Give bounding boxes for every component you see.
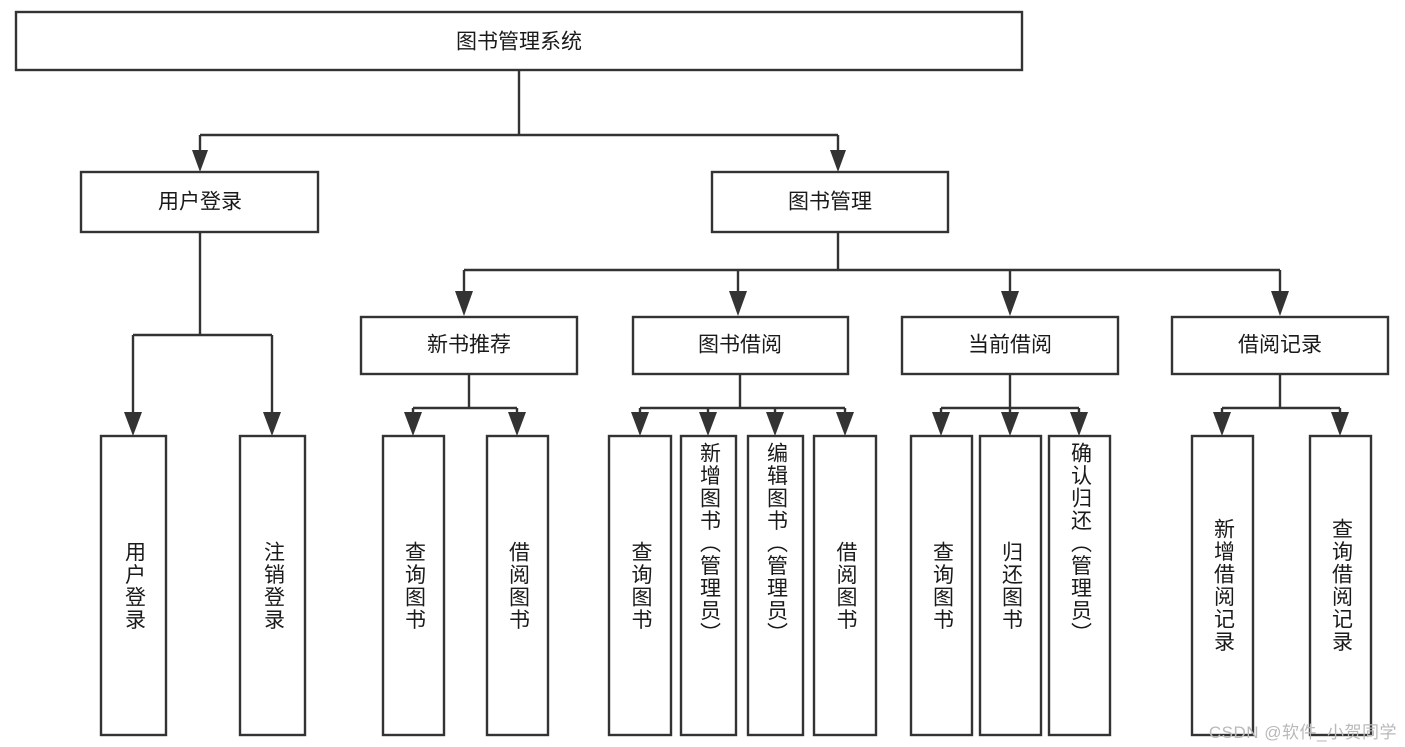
connector-borrow-record-branch <box>1220 374 1342 420</box>
arrowhead-leaf-add-book <box>699 412 717 436</box>
arrowhead-to-borrow-record <box>1271 291 1289 316</box>
leaf-query-book-1-label: 查询图书 <box>402 540 426 631</box>
leaf-query-record[interactable]: 查询借阅记录 <box>1310 436 1371 735</box>
node-leaf-confirm-return-box[interactable] <box>1047 434 1112 737</box>
arrowhead-leaf-add-record <box>1213 412 1231 436</box>
node-leaf-user-login-box[interactable] <box>99 434 168 737</box>
arrowhead-leaf-query-book-3 <box>932 412 950 436</box>
leaf-query-book-3[interactable]: 查询图书 <box>911 436 972 735</box>
arrowhead-to-user-login <box>192 150 208 172</box>
leaf-borrow-book-1-label: 借阅图书 <box>506 540 530 631</box>
connector-book-manage-branch <box>462 232 1282 295</box>
arrowhead-to-book-manage <box>830 150 846 172</box>
arrowhead-to-book-borrow <box>729 291 747 316</box>
connector-layer <box>124 70 1349 436</box>
arrowhead-leaf-logout <box>263 412 281 436</box>
node-user-login-box[interactable] <box>79 170 320 234</box>
connector-root-trunk <box>198 70 840 157</box>
arrowhead-leaf-borrow-book-2 <box>836 412 854 436</box>
arrowhead-to-current-borrow <box>1001 291 1019 316</box>
arrowhead-leaf-query-record <box>1331 412 1349 436</box>
leaf-add-record-label: 新增借阅记录 <box>1211 518 1235 653</box>
leaf-confirm-return[interactable]: 确认归还（管理员） <box>1049 442 1110 735</box>
node-new-book-rec-label: 新书推荐 <box>427 334 511 357</box>
arrowhead-leaf-confirm-return <box>1070 412 1088 436</box>
leaf-edit-book[interactable]: 编辑图书（管理员） <box>748 442 803 735</box>
connector-user-login-branch <box>131 232 274 420</box>
leaf-borrow-book-1[interactable]: 借阅图书 <box>487 436 548 735</box>
node-current-borrow-box[interactable] <box>900 315 1120 376</box>
leaf-borrow-book-2-label: 借阅图书 <box>833 540 857 631</box>
leaf-return-book-label: 归还图书 <box>999 540 1023 631</box>
node-leaf-query-record-box[interactable] <box>1308 434 1373 737</box>
node-book-borrow-box[interactable] <box>631 315 850 376</box>
leaf-logout[interactable]: 注销登录 <box>240 436 305 735</box>
arrowhead-leaf-query-book-1 <box>404 412 422 436</box>
node-new-book-rec-box[interactable] <box>359 315 579 376</box>
leaf-query-record-label: 查询借阅记录 <box>1329 518 1353 653</box>
node-leaf-return-book-box[interactable] <box>978 434 1043 737</box>
node-layer: 图书管理系统 用户登录 图书管理 新书推荐 图书借阅 当前借阅 借阅记录 <box>14 10 1390 737</box>
node-leaf-add-record-box[interactable] <box>1190 434 1255 737</box>
node-root-label: 图书管理系统 <box>456 31 582 54</box>
node-borrow-record-box[interactable] <box>1170 315 1390 376</box>
node-leaf-edit-book-box[interactable] <box>746 434 805 737</box>
node-leaf-query-book-3-box[interactable] <box>909 434 974 737</box>
leaf-return-book[interactable]: 归还图书 <box>980 436 1041 735</box>
leaf-borrow-book-2[interactable]: 借阅图书 <box>814 436 876 735</box>
node-root-box[interactable] <box>14 10 1024 72</box>
leaf-user-login[interactable]: 用户登录 <box>101 436 166 735</box>
leaf-edit-book-label: 编辑图书（管理员） <box>764 442 788 645</box>
leaf-confirm-return-label: 确认归还（管理员） <box>1068 442 1092 645</box>
arrowhead-to-new-book-rec <box>455 291 473 316</box>
node-leaf-borrow-book-2-box[interactable] <box>812 434 878 737</box>
arrowhead-leaf-borrow-book-1 <box>508 412 526 436</box>
leaf-query-book-2[interactable]: 查询图书 <box>609 436 671 735</box>
leaf-user-login-label: 用户登录 <box>122 540 146 631</box>
leaf-query-book-2-label: 查询图书 <box>628 540 652 631</box>
arrowhead-leaf-return-book <box>1001 412 1019 436</box>
arrowhead-leaf-query-book-2 <box>631 412 649 436</box>
arrowhead-leaf-user-login <box>124 412 142 436</box>
node-leaf-add-book-box[interactable] <box>679 434 738 737</box>
node-leaf-logout-box[interactable] <box>238 434 307 737</box>
watermark-text: CSDN @软件_小贺同学 <box>1208 723 1397 742</box>
leaf-query-book-1[interactable]: 查询图书 <box>383 436 444 735</box>
node-book-manage-box[interactable] <box>710 170 950 234</box>
node-current-borrow-label: 当前借阅 <box>968 334 1052 357</box>
node-leaf-query-book-2-box[interactable] <box>607 434 673 737</box>
leaf-add-book[interactable]: 新增图书（管理员） <box>681 442 736 735</box>
leaf-add-book-label: 新增图书（管理员） <box>697 442 721 645</box>
leaf-query-book-3-label: 查询图书 <box>930 540 954 631</box>
arrowhead-leaf-edit-book <box>766 412 784 436</box>
leaf-add-record[interactable]: 新增借阅记录 <box>1192 436 1253 735</box>
leaf-logout-label: 注销登录 <box>261 540 285 631</box>
connector-new-book-rec-branch <box>411 374 519 420</box>
node-user-login-label: 用户登录 <box>158 191 242 214</box>
connector-book-borrow-branch <box>638 374 847 420</box>
node-book-borrow-label: 图书借阅 <box>698 334 782 357</box>
node-leaf-borrow-book-1-box[interactable] <box>485 434 550 737</box>
node-borrow-record-label: 借阅记录 <box>1238 334 1322 357</box>
node-leaf-query-book-1-box[interactable] <box>381 434 446 737</box>
node-book-manage-label: 图书管理 <box>788 191 872 214</box>
